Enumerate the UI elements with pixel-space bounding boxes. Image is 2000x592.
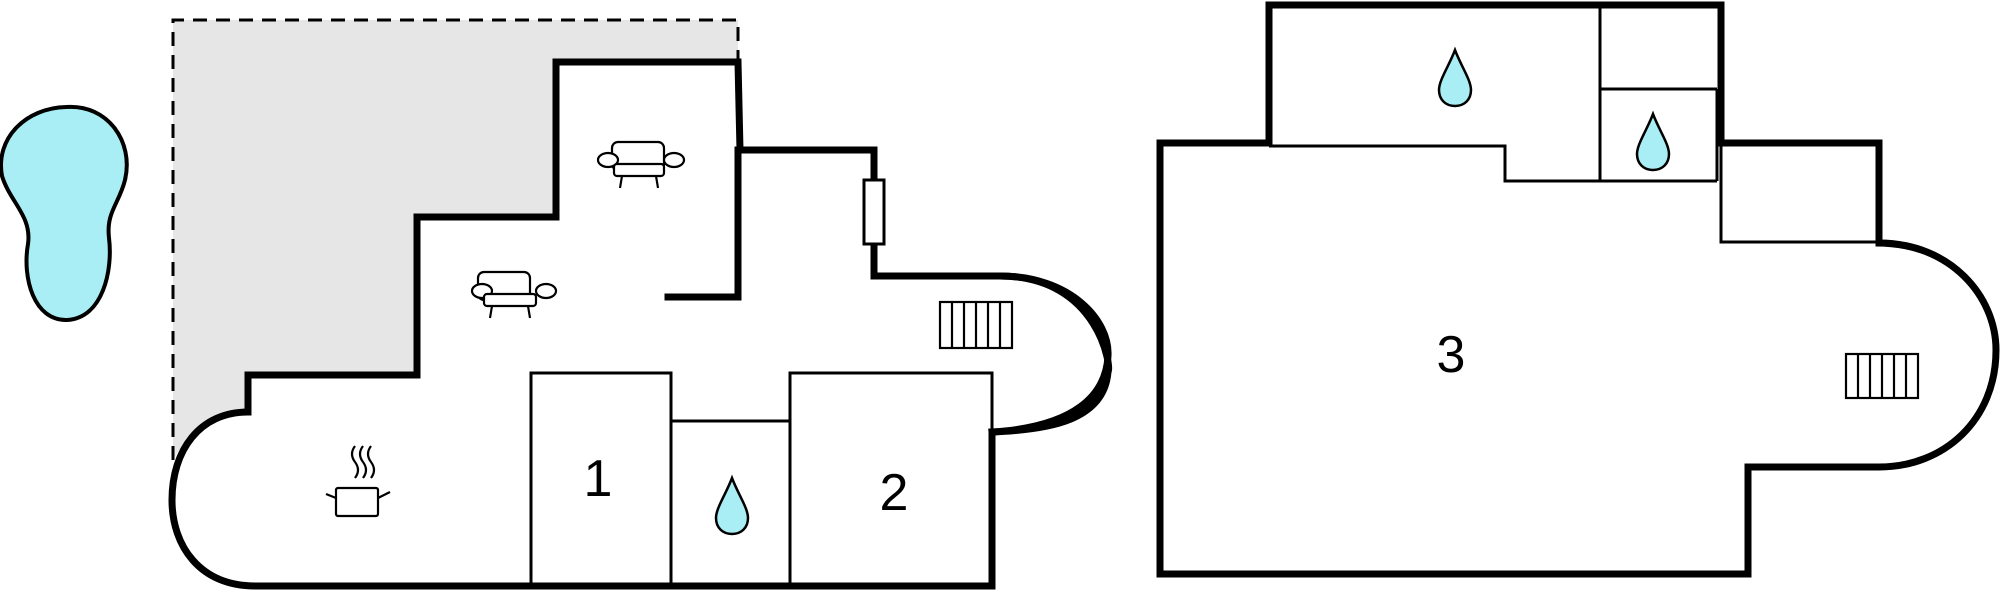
ground-floor: 1 2	[0, 18, 1113, 590]
upper-floor: 3	[1156, 1, 2000, 578]
terrace-boundary	[171, 18, 740, 460]
upper-floor-outer-wall	[1265, 1, 1883, 247]
armchair-icon	[470, 270, 558, 319]
upper-floor-outer-wall-curve	[1744, 239, 2000, 471]
room-label: 3	[1437, 326, 1466, 384]
radiator-icon	[938, 300, 1014, 350]
ground-floor-bottom-wall	[168, 408, 996, 590]
cooking-pot-icon	[325, 445, 391, 518]
sofa-icon	[596, 140, 686, 189]
upper-floor-interior-wall	[1269, 144, 1717, 183]
radiator-icon	[1844, 352, 1920, 400]
room-label: 2	[880, 464, 909, 522]
water-drop-icon	[714, 474, 750, 536]
upper-floor-bottom-wall	[1156, 139, 1752, 578]
ground-floor-outer-wall-curve	[988, 272, 1112, 436]
window-icon	[862, 178, 886, 246]
pool-icon	[0, 104, 129, 323]
room-label: 1	[584, 450, 613, 508]
terrace-area	[173, 20, 738, 460]
water-drop-icon	[1635, 110, 1671, 172]
water-drop-icon	[1437, 46, 1473, 108]
interior-wall	[664, 146, 742, 301]
room-2-walls	[788, 371, 994, 588]
upper-floor-interior-wall	[1719, 146, 1877, 244]
